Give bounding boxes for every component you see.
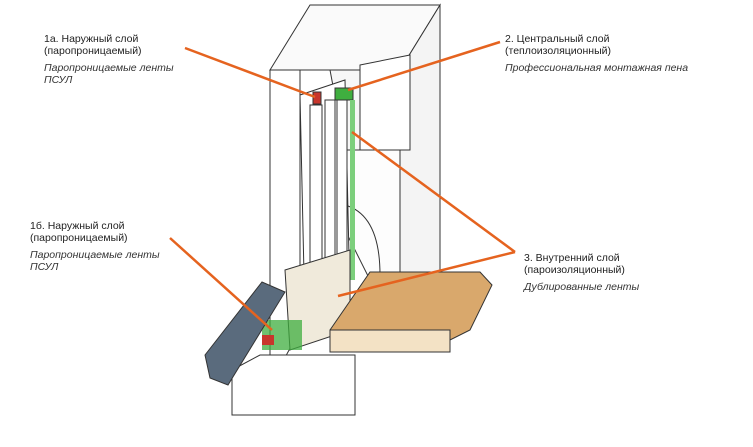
foam-side [350,100,355,280]
arrow-3b [337,250,516,298]
label-2-title: 2. Центральный слой [505,33,610,45]
tape-bottom [262,335,274,345]
lower-block [231,354,356,416]
label-3-title: 3. Внутренний слой [524,252,620,264]
label-1b-title: 1б. Наружный слой [30,220,125,232]
label-1a-desc2: ПСУЛ [44,74,73,86]
reveal-box [359,54,411,151]
label-1a-title: 1а. Наружный слой [44,33,139,45]
label-3-desc: Дублированные ленты [524,281,640,293]
label-1a: 1а. Наружный слой (паропроницаемый) Паро… [44,33,174,86]
label-2: 2. Центральный слой (теплоизоляционный) … [505,33,688,74]
label-1a-desc: Паропроницаемые ленты [44,62,174,74]
label-3: 3. Внутренний слой (пароизоляционный) Ду… [524,252,639,293]
sill-front [329,329,451,353]
arrow-1a [184,46,316,99]
label-3-subtitle: (пароизоляционный) [524,264,625,276]
tape-top [312,91,322,105]
label-1a-subtitle: (паропроницаемый) [44,45,142,57]
label-1b-subtitle: (паропроницаемый) [30,232,128,244]
label-1b-desc: Паропроницаемые ленты [30,249,160,261]
arrow-3a [351,130,516,254]
label-2-subtitle: (теплоизоляционный) [505,45,612,57]
label-1b-desc2: ПСУЛ [30,261,59,273]
drip-sill [204,281,286,386]
pointer-arrows [169,40,516,331]
label-2-desc: Профессиональная монтажная пена [505,62,689,74]
label-1b: 1б. Наружный слой (паропроницаемый) Паро… [30,220,160,273]
arrow-2 [347,40,501,92]
arrow-1b [169,237,273,331]
